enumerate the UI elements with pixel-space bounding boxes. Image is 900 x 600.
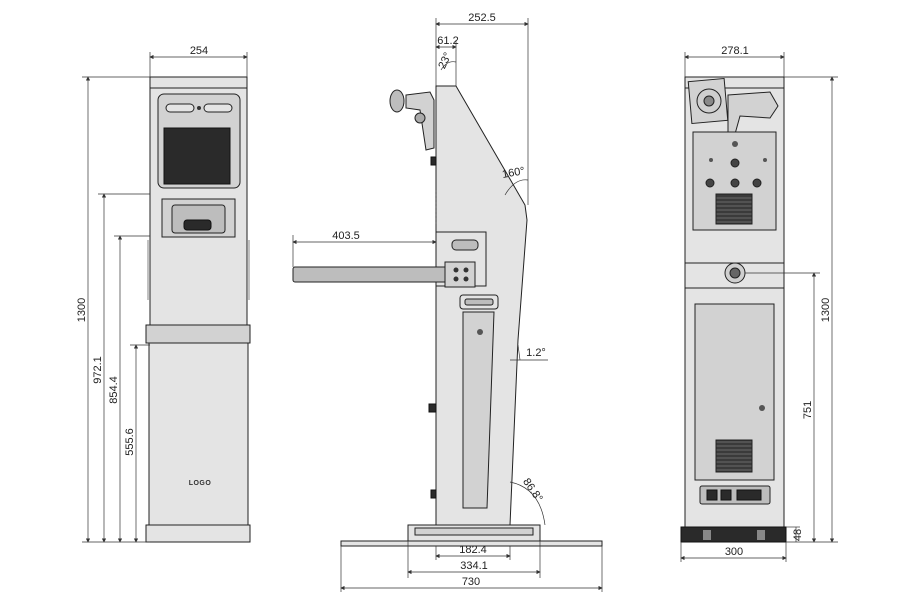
side-screen-angle-label: 160° [501,165,526,181]
back-lower-vent [715,439,753,473]
front-speaker-left [165,103,195,113]
side-top-width-label: 252.5 [468,12,496,24]
side-top-angle-label: 23° [436,51,454,71]
side-base-width-730: 730 [462,576,480,588]
side-arm-length-label: 403.5 [332,230,360,242]
side-base-angle-label: 86.8° [520,476,545,504]
side-base-width-182: 182.4 [459,544,487,556]
side-arm-hinge [444,261,476,288]
side-top-offset-label: 61.2 [437,35,458,47]
back-base [680,526,787,543]
side-camera [389,89,405,113]
side-base-width-334: 334.1 [460,560,488,572]
front-camera [197,106,201,110]
back-height-48: 48 [792,529,804,541]
front-logo: LOGO [189,480,212,487]
back-height-751: 751 [802,401,814,419]
side-view: 252.5 61.2 23° 160° 403.5 1.2° 86.8° 182… [292,12,603,592]
back-height-1300: 1300 [820,298,832,322]
front-lower-door [148,342,249,526]
side-barrier-arm [292,266,450,283]
front-height-854: 854.4 [108,376,120,404]
front-card-slot [183,219,212,231]
back-width-label: 278.1 [721,45,749,57]
side-inner-panel [462,311,495,509]
side-tilt-angle-label: 1.2° [526,347,546,359]
front-height-972: 972.1 [92,356,104,384]
front-height-555: 555.6 [124,428,136,456]
front-display [163,127,231,185]
back-upper-vent [715,193,753,225]
back-base-width-label: 300 [725,546,743,558]
front-view: LOGO 254 1300 972.1 854.4 555.6 [76,45,251,543]
front-speaker-right [203,103,233,113]
front-base [145,524,251,543]
front-shelf [145,324,251,344]
front-width-label: 254 [190,45,208,57]
side-camera-bracket [405,91,435,151]
back-view: 278.1 1300 751 48 300 [680,45,838,562]
front-height-1300: 1300 [76,298,88,322]
